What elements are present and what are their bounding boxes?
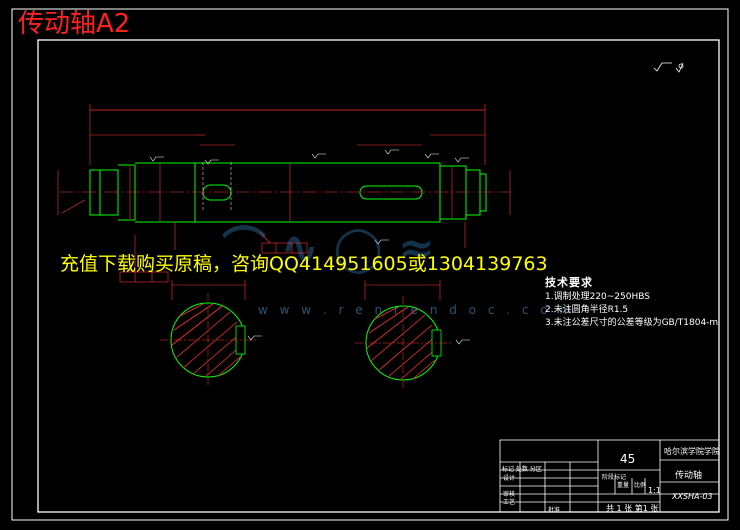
outer-border	[11, 8, 729, 521]
title-block-mark-label: 标记 处数 分区	[502, 466, 542, 473]
title-block-process-label: 工艺	[503, 499, 516, 506]
title-block-stage-label: 阶段标记	[602, 474, 627, 481]
title-block-scale: 1:1	[648, 486, 661, 495]
tech-req-item: 1.调制处理220~250HBS	[545, 292, 650, 302]
tech-req-heading: 技术要求	[545, 276, 593, 289]
title-block-company: 哈尔滨学院学院	[664, 447, 720, 456]
title-block-sheet: 共 1 张 第1 张	[606, 504, 659, 513]
title-block-ratio-label: 比例	[634, 482, 647, 489]
section-right	[355, 280, 470, 390]
tech-req-item: 2.未注圆角半径R1.5	[545, 305, 629, 315]
title-block-review-label: 审核	[503, 491, 516, 498]
inner-frame	[37, 39, 720, 513]
purchase-banner: 充值下载购买原稿，咨询QQ414951605或1304139763	[60, 253, 548, 275]
title-block-approve-label: 批准	[548, 507, 561, 514]
title-block-material: 45	[620, 452, 636, 466]
title-block-weight-label: 重量	[617, 482, 630, 489]
watermark-url: w w w . r e n r e n d o c . c o m	[258, 303, 576, 317]
shaft-front-view	[57, 104, 511, 283]
tech-req-item: 3.未注公差尺寸的公差等级为GB/T1804-m	[545, 318, 719, 328]
drawing-title: 传动轴A2	[18, 9, 131, 39]
technical-requirements: 技术要求 1.调制处理220~250HBS 2.未注圆角半径R1.5 3.未注公…	[545, 276, 718, 330]
title-block-frame	[499, 439, 720, 513]
section-left	[160, 280, 262, 387]
title-block-part-name: 传动轴	[675, 471, 703, 481]
watermark-logo: ⌒ ∿ ◯ ≈	[222, 223, 435, 274]
title-block-design-label: 设计	[503, 475, 516, 482]
roughness-mark	[653, 62, 684, 73]
title-block-drawing-no: XXSHA-03	[672, 492, 713, 501]
